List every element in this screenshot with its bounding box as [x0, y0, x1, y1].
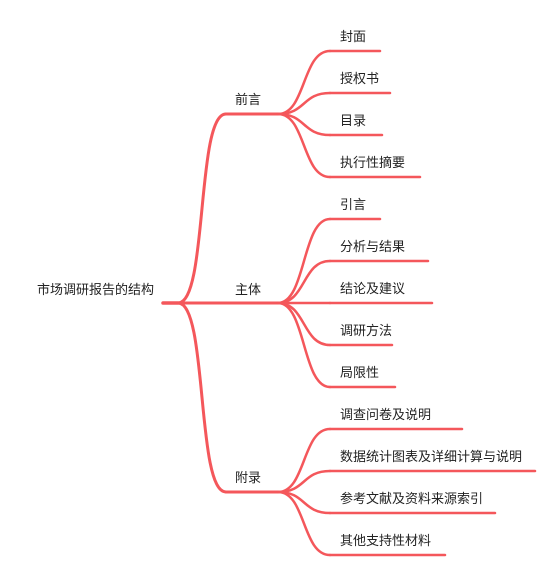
- branch-label-appendix: 附录: [235, 471, 262, 486]
- leaf-label: 引言: [340, 198, 367, 213]
- branch-connector: [176, 301, 228, 494]
- leaf-label: 调研方法: [340, 324, 393, 339]
- leaf-connector: [276, 301, 332, 347]
- branch-connector: [176, 112, 228, 305]
- leaf-label: 执行性摘要: [340, 156, 406, 171]
- leaf-label: 封面: [340, 30, 367, 45]
- leaf-connector: [276, 490, 332, 557]
- leaf-label: 数据统计图表及详细计算与说明: [340, 450, 523, 465]
- leaf-label: 分析与结果: [340, 240, 406, 255]
- connector-lines: [161, 49, 537, 557]
- leaf-label: 目录: [340, 114, 367, 129]
- leaf-connector: [276, 49, 332, 116]
- leaf-label: 局限性: [340, 366, 380, 381]
- leaf-connector: [276, 301, 332, 389]
- leaf-connector: [276, 259, 332, 305]
- branch-label-body: 主体: [235, 283, 262, 298]
- leaf-connector: [276, 427, 332, 494]
- leaf-label: 结论及建议: [340, 282, 406, 297]
- leaf-connector: [276, 112, 332, 179]
- leaf-label: 参考文献及资料来源索引: [340, 492, 484, 507]
- root-node-label: 市场调研报告的结构: [37, 283, 155, 298]
- leaf-connector: [276, 217, 332, 305]
- leaf-label: 其他支持性材料: [340, 534, 432, 549]
- leaf-label: 授权书: [340, 72, 380, 87]
- leaf-label: 调查问卷及说明: [340, 408, 432, 423]
- branch-label-preface: 前言: [235, 93, 262, 108]
